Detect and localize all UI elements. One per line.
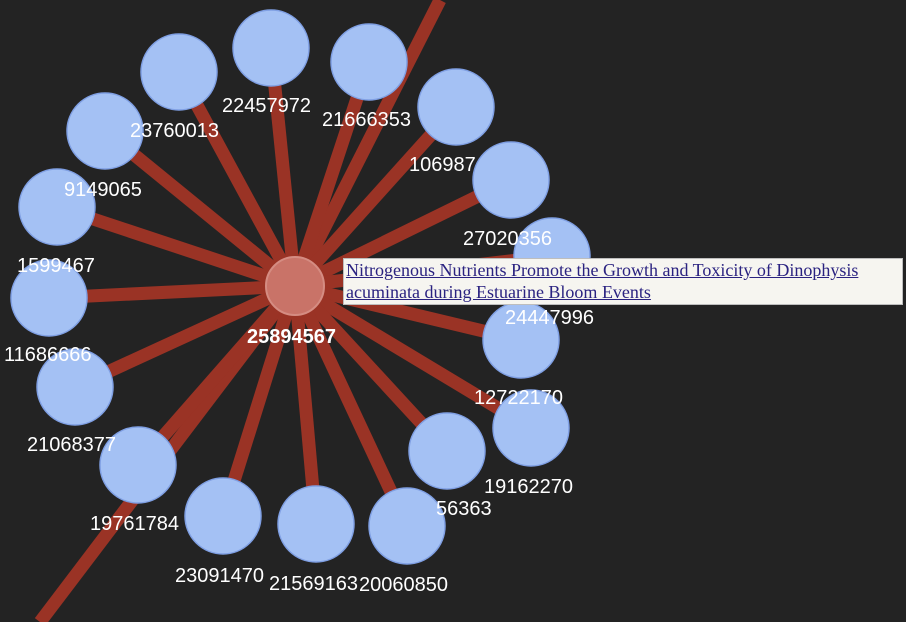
node-label: 20060850 bbox=[359, 574, 448, 596]
edge-offscreen-top bbox=[289, 0, 446, 289]
graph-node[interactable] bbox=[66, 92, 144, 170]
graph-edge bbox=[100, 125, 300, 292]
node-label: 1599467 bbox=[17, 255, 95, 277]
node-label: 24447996 bbox=[505, 307, 594, 329]
graph-node[interactable] bbox=[184, 477, 262, 555]
node-label: 9149065 bbox=[64, 179, 142, 201]
node-label: 21068377 bbox=[27, 434, 116, 456]
node-label: 23091470 bbox=[175, 565, 264, 587]
graph-node[interactable] bbox=[140, 33, 218, 111]
graph-edge bbox=[289, 283, 413, 529]
graph-node[interactable] bbox=[368, 487, 446, 565]
graph-edge bbox=[291, 280, 535, 434]
node-label: 19162270 bbox=[484, 476, 573, 498]
graph-edge bbox=[216, 284, 302, 518]
node-label: 23760013 bbox=[130, 120, 219, 142]
graph-edge bbox=[72, 280, 298, 393]
graph-node[interactable] bbox=[330, 23, 408, 101]
node-label: 22457972 bbox=[222, 95, 311, 117]
node-label: 106987 bbox=[409, 154, 476, 176]
center-node-label: 25894567 bbox=[247, 326, 336, 348]
node-label: 27020356 bbox=[463, 228, 552, 250]
graph-edge bbox=[290, 102, 461, 291]
node-label: 56363 bbox=[436, 498, 492, 520]
graph-node[interactable] bbox=[18, 168, 96, 246]
graph-edge bbox=[292, 174, 514, 292]
graph-node[interactable] bbox=[232, 9, 310, 87]
paper-tooltip: Nitrogenous Nutrients Promote the Growth… bbox=[343, 258, 903, 305]
node-label: 19761784 bbox=[90, 513, 179, 535]
graph-node[interactable] bbox=[492, 389, 570, 467]
paper-title-link[interactable]: Nitrogenous Nutrients Promote the Growth… bbox=[346, 260, 859, 302]
graph-node[interactable] bbox=[408, 412, 486, 490]
graph-node[interactable] bbox=[417, 68, 495, 146]
graph-node[interactable] bbox=[472, 141, 550, 219]
node-label: 11686666 bbox=[4, 344, 92, 366]
center-node[interactable] bbox=[265, 256, 325, 316]
node-label: 21569163 bbox=[269, 573, 358, 595]
graph-node[interactable] bbox=[277, 485, 355, 563]
graph-edge bbox=[54, 200, 298, 293]
graph-edge bbox=[133, 281, 300, 470]
graph-edge bbox=[48, 279, 296, 305]
graph-edge bbox=[288, 285, 323, 525]
graph-edge bbox=[288, 59, 376, 289]
graph-edge bbox=[264, 47, 302, 287]
graph-node[interactable] bbox=[36, 348, 114, 426]
graph-node[interactable] bbox=[10, 259, 88, 337]
graph-node[interactable] bbox=[99, 426, 177, 504]
node-label: 21666353 bbox=[322, 109, 411, 131]
graph-edge bbox=[173, 68, 301, 290]
node-label: 12722170 bbox=[474, 387, 563, 409]
